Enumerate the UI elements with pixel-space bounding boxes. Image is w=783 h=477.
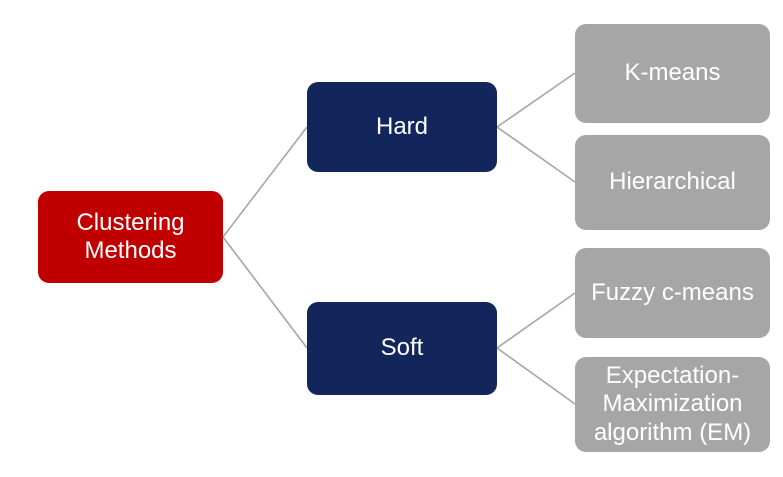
node-expectation-maximization: Expectation-Maximization algorithm (EM) xyxy=(575,357,770,452)
connector-hard-kmeans xyxy=(496,72,576,128)
connector-hard-hierarchical xyxy=(496,126,576,183)
connector-root-soft xyxy=(222,236,308,349)
connector-soft-fuzzy xyxy=(496,292,576,349)
node-hierarchical: Hierarchical xyxy=(575,135,770,230)
node-k-means: K-means xyxy=(575,24,770,123)
node-hard: Hard xyxy=(307,82,497,172)
connector-root-hard xyxy=(222,126,308,238)
node-fuzzy-c-means: Fuzzy c-means xyxy=(575,248,770,338)
connector-soft-em xyxy=(496,347,576,405)
node-clustering-methods: Clustering Methods xyxy=(38,191,223,283)
node-soft: Soft xyxy=(307,302,497,395)
